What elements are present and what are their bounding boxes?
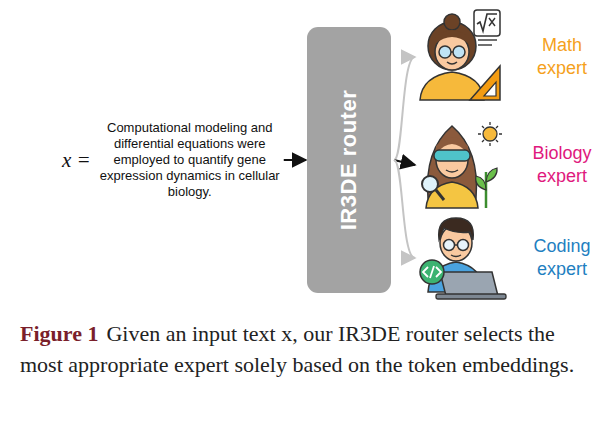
input-text-block: x = Computational modeling and differenti… (62, 120, 281, 200)
coding-expert-icon (420, 218, 506, 299)
expert-label: Biology expert (516, 142, 608, 188)
expert-node: Biology expert (416, 116, 608, 214)
expert-node: Math expert (416, 8, 608, 106)
expert-node: Coding expert (416, 212, 608, 304)
figure-caption: Figure 1Given an input text x, our IR3DE… (20, 318, 598, 380)
router-label: IR3DE router (336, 90, 362, 230)
connector-arrow (284, 159, 306, 161)
figure-number: Figure 1 (20, 321, 98, 346)
connector-arrow (394, 160, 415, 258)
math-expert-icon (420, 10, 500, 100)
expert-label: Coding expert (516, 235, 608, 281)
expert-label: Math expert (516, 34, 608, 80)
router-box: IR3DE router (307, 27, 391, 293)
input-variable: x = (62, 148, 91, 173)
input-sentence: Computational modeling and differential … (99, 120, 281, 200)
connector-arrow (394, 57, 415, 160)
caption-text: Given an input text x, our IR3DE router … (20, 321, 574, 377)
biology-expert-icon (422, 122, 502, 208)
